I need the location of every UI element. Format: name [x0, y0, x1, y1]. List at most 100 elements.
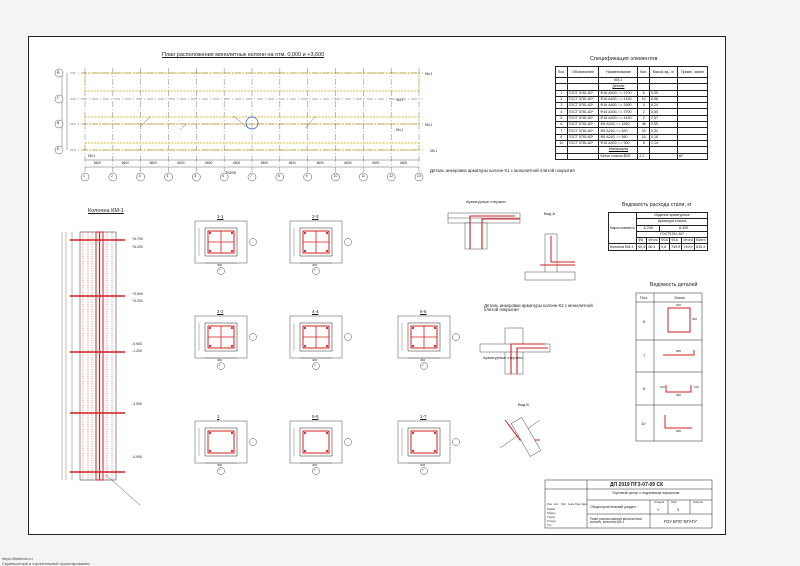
- section-marker: 7: [314, 363, 316, 367]
- section-label: 1-7: [420, 414, 427, 419]
- spec-table-title: Спецификация элементов: [590, 56, 658, 62]
- rebar-label-a: Арматурные стержни: [466, 199, 506, 204]
- tb-person: Разраб.: [547, 508, 556, 511]
- section-dim: 400: [312, 358, 318, 362]
- spec-col-note: Приме- чание: [677, 66, 708, 78]
- elevation-mark: -1.200: [132, 349, 142, 353]
- tb-role: Кол.: [554, 503, 559, 506]
- axis-col-label: 11: [361, 174, 365, 178]
- bars-col-pos: Поз.: [640, 295, 648, 300]
- section-label: 1: [217, 414, 220, 419]
- bars-pos-10: 10: [641, 421, 646, 426]
- spec-col-qty: Кол.: [637, 66, 650, 78]
- span-dim: 6600: [177, 161, 185, 165]
- km-tag: КМ-1: [396, 128, 404, 132]
- km-tag: КМ-1: [88, 154, 96, 158]
- section-label: 5-5: [312, 414, 319, 419]
- cross-sections: [194, 220, 460, 475]
- column-elevation: [61, 231, 141, 506]
- axis-bubble: [54, 145, 64, 155]
- spec-cell: [677, 95, 708, 104]
- span-dim: 6600: [149, 161, 157, 165]
- axis-bubble: [164, 172, 173, 182]
- footer-line1: https://tizbeton.ru: [2, 556, 33, 561]
- axis-row-label: Б: [57, 147, 60, 151]
- section-label: 6-6: [420, 309, 427, 314]
- detail-k2: [479, 327, 551, 457]
- km-tag: КМ-1: [425, 72, 433, 76]
- spec-mat-cell: Бетон класса В25: [598, 152, 639, 160]
- spec-mat-cell: 2,2: [637, 152, 650, 160]
- highlight-circle: [245, 116, 259, 130]
- section-marker: 7: [219, 268, 221, 272]
- elevation-mark: -3.900: [132, 402, 142, 406]
- plan-leaders: [139, 115, 317, 131]
- axis-col-label: 9: [305, 174, 308, 178]
- bars-col-sketch: Эскиз: [674, 295, 685, 300]
- elevation-mark: +3.200: [132, 299, 143, 303]
- axis-col-label: 1: [83, 174, 85, 178]
- column-plan: [70, 72, 423, 151]
- spec-mat-cell: [648, 152, 679, 160]
- spec-cell: Ф16 А400, l = 3950: [598, 102, 639, 110]
- elevation-mark: +6.200: [132, 245, 143, 249]
- title-code: ДП 2019 ПГЗ-07-09 СК: [610, 482, 664, 488]
- section-label: 4-4: [312, 309, 319, 314]
- section-dim: 400: [312, 263, 318, 267]
- spec-cell: 5,55: [648, 108, 679, 116]
- spec-materials-row: Бетон класса В25 2,2 м³: [555, 152, 708, 160]
- bars-dim: 280: [676, 429, 682, 433]
- plan-column-axes: [84, 68, 420, 172]
- bars-dim: 300: [692, 317, 698, 321]
- axis-bubble: [303, 172, 312, 182]
- section-dim: 400: [420, 358, 426, 362]
- title-sheet-name: План расположения монолитных колонн, кол…: [590, 517, 643, 525]
- span-dim: 6600: [260, 161, 268, 165]
- axis-bubble: [386, 172, 396, 182]
- spec-col-name: Наименование: [598, 66, 639, 78]
- overall-dim: 79200: [225, 170, 237, 175]
- spec-cell: 6,24: [648, 102, 679, 110]
- spec-mat-cell: м³: [677, 152, 708, 160]
- section-marker: 7: [314, 468, 316, 472]
- spec-cell: 5,55: [648, 89, 679, 97]
- steel-cell: 810,3: [694, 243, 708, 251]
- spec-group-row: КМ-1: [555, 76, 708, 85]
- axis-row-label: В: [57, 121, 60, 125]
- tb-person: Н.контр.: [547, 520, 557, 523]
- axis-bubble: [247, 172, 257, 182]
- axis-col-label: 10: [333, 174, 338, 178]
- elevation-mark: +3.600: [132, 292, 143, 296]
- steel-label: Марка элемента: [607, 211, 638, 245]
- bars-dim: 100: [694, 385, 700, 389]
- section-marker: 7: [219, 363, 221, 367]
- bars-table-title: Ведомость деталей: [650, 282, 698, 288]
- tb-person: Утв.: [547, 524, 552, 527]
- tb-role: Дата: [582, 503, 588, 506]
- span-dim: 6600: [400, 161, 408, 165]
- spec-cell: [677, 102, 708, 110]
- tb-role: №док: [568, 503, 575, 506]
- title-stage: У: [657, 507, 660, 512]
- section-label: 1-1: [217, 214, 224, 219]
- footer-line2: Скриншотный и строительный проектировани…: [2, 561, 90, 566]
- detail-k1-title: Деталь анкеровки арматуры колонн К1 с мо…: [430, 168, 575, 173]
- view-b: Вид Б: [518, 402, 529, 407]
- tb-role: Изм.: [547, 503, 553, 506]
- section-dim: 400: [420, 463, 426, 467]
- spec-sub-title: Детали: [598, 83, 639, 91]
- spec-cell: Ф8 А240, l = 1540: [598, 121, 639, 129]
- steel-data-row: Колонна КМ-1 60,4 60,4 9,8 749,9 749,9 8…: [607, 243, 708, 251]
- steel-cell: 749,9: [681, 243, 696, 251]
- plan-dimension-lines: [61, 73, 419, 168]
- spec-table: Поз. Обозначение Наименование Кол. Масса…: [555, 66, 708, 160]
- span-dim: 6600: [344, 161, 352, 165]
- spec-mat-cell: [555, 152, 568, 160]
- tb-person: Провер.: [547, 512, 556, 515]
